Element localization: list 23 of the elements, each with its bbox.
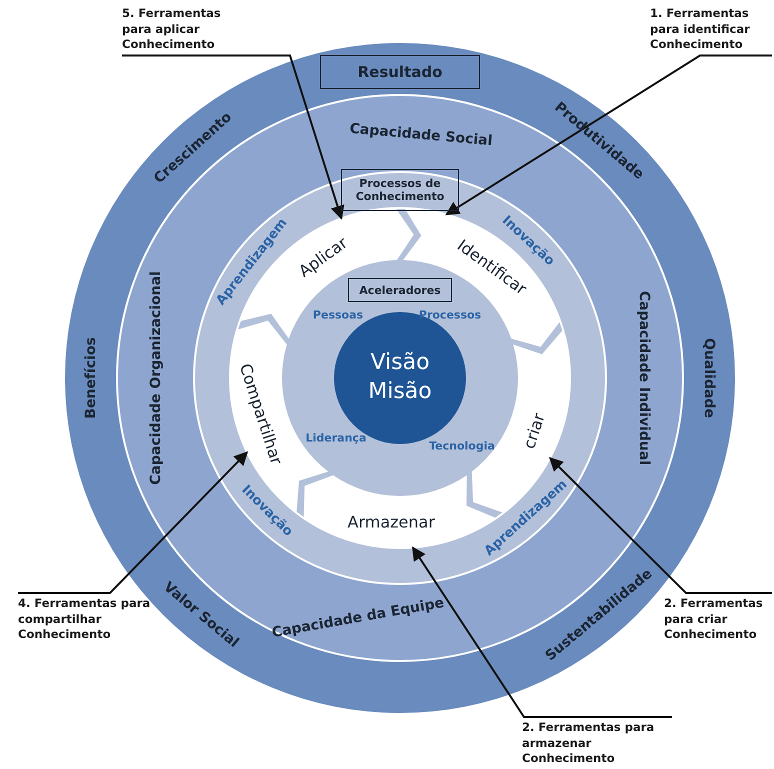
leader-line (412, 546, 672, 718)
segment-label: criar (519, 410, 549, 451)
segment-label: Armazenar (348, 512, 435, 532)
ring-label: Capacidade Social (349, 120, 494, 150)
title-box: Processos de Conhecimento (341, 169, 459, 211)
leader-line (122, 54, 344, 220)
accelerator-label: Pessoas (312, 308, 364, 322)
callout-text: 2. Ferramentas para criar Conhecimento (664, 596, 772, 643)
title-box: Aceleradores (348, 278, 452, 302)
leader-line (445, 54, 772, 216)
callout-text: 5. Ferramentas para aplicar Conhecimento (122, 6, 252, 53)
ring-label: Capacidade Individual (636, 290, 652, 466)
callout-text: 1. Ferramentas para identificar Conhecimento (650, 6, 772, 53)
ring-label: Capacidade Organizacional (148, 271, 164, 485)
callout-text: 4. Ferramentas para compartilhar Conhecimento (18, 596, 168, 643)
leader-line (18, 451, 248, 594)
callout-text: 2. Ferramentas para armazenar Conhecimento (522, 720, 672, 767)
accelerator-label: Liderança (306, 432, 366, 444)
ring-label: Qualidade (701, 338, 717, 418)
title-box: Resultado (320, 55, 480, 89)
ring-label: Benefícios (83, 337, 99, 419)
leader-line (549, 457, 772, 594)
accelerator-label: Tecnologia (429, 440, 495, 452)
